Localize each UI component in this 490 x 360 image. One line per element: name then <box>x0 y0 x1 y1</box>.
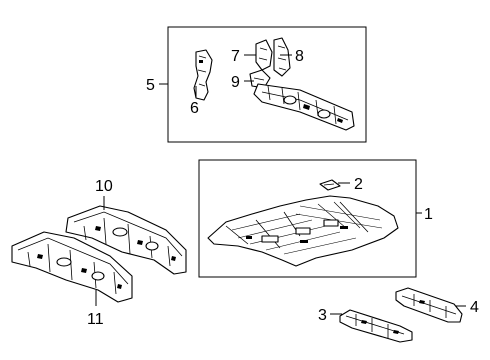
callout-label-7: 7 <box>231 48 240 65</box>
callout-label-6: 6 <box>190 100 199 117</box>
callout-label-4: 4 <box>470 299 479 316</box>
patch-part-2 <box>319 179 341 191</box>
rail-assembly-upper <box>253 83 355 131</box>
rear-panel-part-10 <box>65 205 187 275</box>
rail-part-4 <box>395 287 463 323</box>
callout-label-3: 3 <box>318 307 327 324</box>
reinforcement-part-7 <box>255 39 273 71</box>
callout-label-9: 9 <box>231 74 240 91</box>
callout-label-10: 10 <box>95 178 113 195</box>
bracket-part-6 <box>193 49 213 101</box>
rail-part-3 <box>339 309 413 343</box>
gusset-part-9 <box>249 69 271 89</box>
leader-lines <box>95 54 466 315</box>
callout-label-11: 11 <box>87 311 104 328</box>
floor-pan-part-1 <box>207 195 399 267</box>
group-box-floor <box>198 159 417 278</box>
callout-label-2: 2 <box>354 176 363 193</box>
reinforcement-part-8 <box>273 37 291 77</box>
lower-panel-part-11 <box>11 231 133 303</box>
callout-label-1: 1 <box>424 206 433 223</box>
callout-label-8: 8 <box>295 48 304 65</box>
callout-label-5: 5 <box>146 77 155 94</box>
